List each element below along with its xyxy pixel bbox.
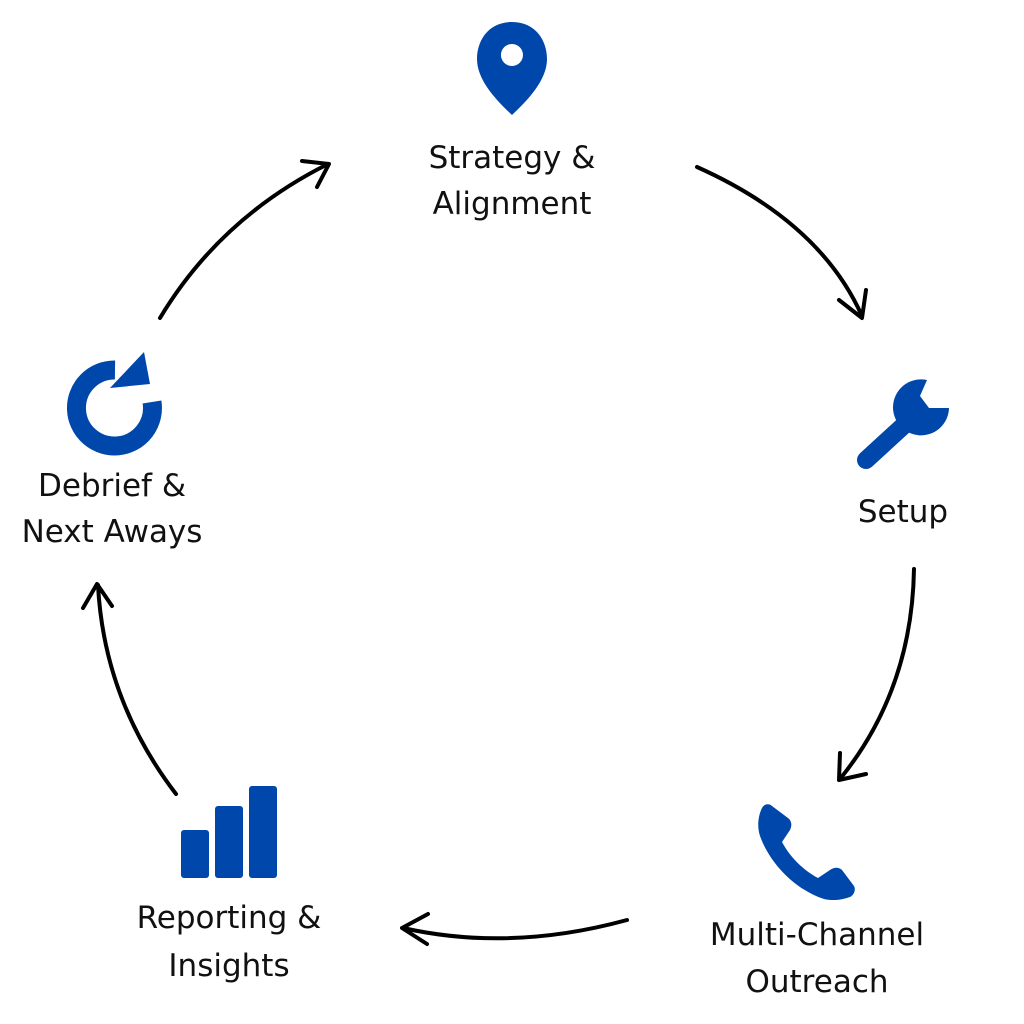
map-pin-icon: [477, 22, 547, 115]
step-label-line1: Multi-Channel: [710, 917, 924, 953]
step-strategy-alignment: Strategy & Alignment: [429, 22, 596, 222]
arrow-setup-to-outreach: [837, 567, 916, 782]
step-label-line1: Strategy &: [429, 140, 596, 176]
step-label-line2: Alignment: [433, 186, 592, 222]
arrow-reporting-to-debrief: [81, 582, 178, 796]
step-label-line2: Next Aways: [22, 514, 203, 550]
refresh-icon: [66, 352, 162, 456]
step-label-line2: Insights: [168, 948, 289, 984]
step-label-line1: Debrief &: [38, 468, 186, 504]
step-multi-channel-outreach: Multi-Channel Outreach: [710, 804, 924, 1000]
step-label-line1: Setup: [858, 494, 948, 530]
cycle-arrows: [81, 159, 916, 946]
step-setup: Setup: [857, 379, 949, 530]
step-label-line2: Outreach: [745, 964, 888, 1000]
step-debrief-next-aways: Debrief & Next Aways: [22, 352, 203, 550]
phone-icon: [758, 804, 855, 901]
arrow-strategy-to-setup: [695, 165, 868, 320]
step-reporting-insights: Reporting & Insights: [137, 786, 322, 984]
arrow-debrief-to-strategy: [158, 159, 331, 320]
wrench-icon: [857, 379, 949, 469]
arrow-outreach-to-reporting: [400, 912, 629, 946]
bar-chart-icon: [181, 786, 277, 878]
step-label-line1: Reporting &: [137, 900, 322, 936]
